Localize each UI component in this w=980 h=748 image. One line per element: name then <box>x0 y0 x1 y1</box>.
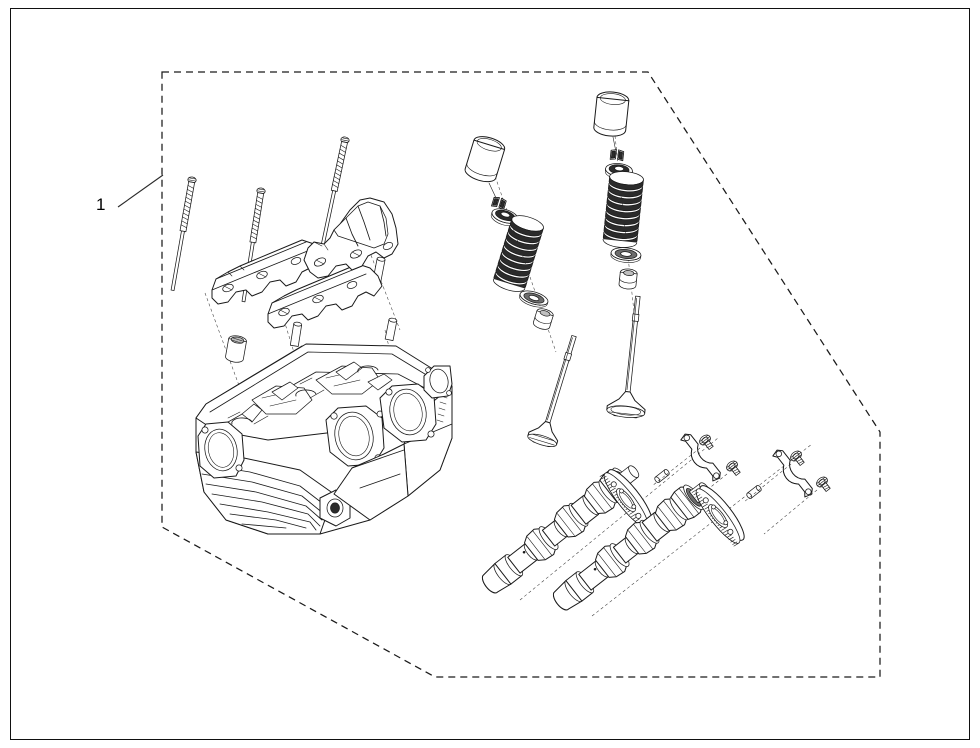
exhaust-port-flange <box>197 421 245 479</box>
cam-dowel-pin <box>746 485 762 499</box>
valve-exhaust-assembly <box>464 136 577 447</box>
valve-lifter-tappet <box>593 91 630 137</box>
intake-port-flange <box>379 383 437 443</box>
valve-stem-seal <box>533 308 554 330</box>
valve-spring-retainer <box>490 208 519 227</box>
cam-retainer-plate <box>772 449 813 498</box>
dowel-pin-sleeve <box>384 317 398 341</box>
valve-stem-seal <box>618 268 638 290</box>
valve-spring <box>602 171 644 248</box>
valve-spring <box>493 215 544 292</box>
valve-intake-assembly <box>593 91 646 419</box>
valve-spring-seat <box>519 290 549 308</box>
flange-bolt <box>763 474 834 535</box>
cam-dowel-pin <box>654 469 670 483</box>
flange-bolt <box>651 432 717 487</box>
flange-bolt <box>743 448 808 503</box>
camshaft-holder-cap-left <box>211 239 327 305</box>
intake-port-flange <box>325 405 385 467</box>
cam-sprocket <box>599 469 653 531</box>
side-boss-flange <box>423 365 453 399</box>
dowel-pin-sleeve <box>225 335 247 363</box>
valve-cotter <box>491 195 508 211</box>
cylinder-head-bolt <box>168 175 249 411</box>
callout-1-leader <box>117 174 164 208</box>
valve-lifter-tappet <box>464 136 506 183</box>
camshaft-intake <box>552 443 834 617</box>
callout-ref-number-1[interactable]: 1 <box>96 195 106 214</box>
valve <box>606 295 646 419</box>
camshaft-holder-cap-center <box>267 263 383 329</box>
cylinder-head <box>195 343 453 535</box>
camshaft-holder-cap-right <box>303 197 399 279</box>
outer-border <box>10 8 970 740</box>
assembly-group-boundary <box>161 71 881 678</box>
cam-sprocket <box>691 485 745 547</box>
dowel-pin-sleeve <box>289 321 303 347</box>
valve <box>527 335 577 447</box>
valve-spring-seat <box>610 247 642 263</box>
camshaft-exhaust <box>481 432 744 601</box>
cam-retainer-plate <box>680 433 721 482</box>
